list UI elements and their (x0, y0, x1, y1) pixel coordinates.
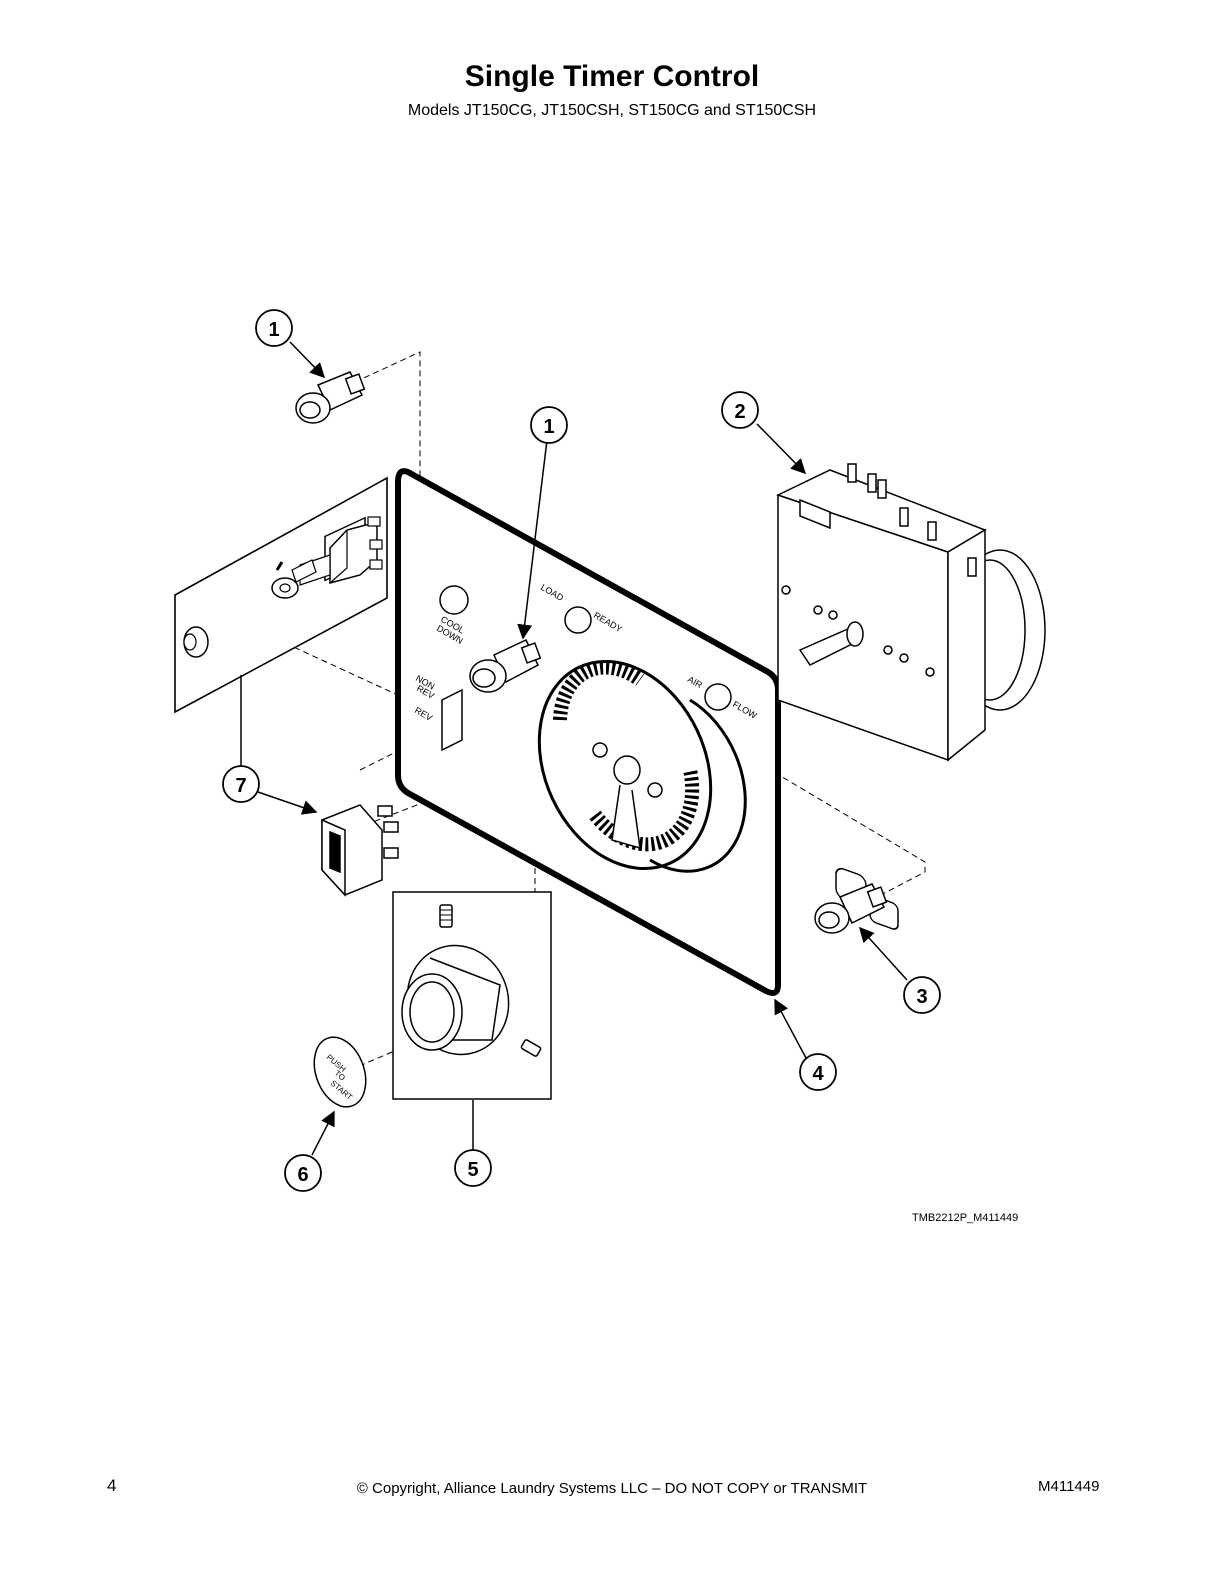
knob-box (392, 891, 552, 1100)
set-screw-side-icon (520, 1039, 542, 1057)
page-subtitle: Models JT150CG, JT150CSH, ST150CG and ST… (407, 102, 817, 119)
page-number: 4 (107, 1476, 117, 1495)
leader-lines (240, 341, 908, 1156)
figure-id: TMB2212P_M411449 (912, 1212, 1019, 1224)
switch-bracket (174, 476, 388, 714)
svg-text:2: 2 (734, 401, 745, 423)
svg-text:3: 3 (916, 986, 927, 1008)
callout-1-upper: 1 (255, 309, 293, 347)
svg-text:6: 6 (297, 1164, 308, 1186)
copyright-notice: © Copyright, Alliance Laundry Systems LL… (356, 1480, 868, 1497)
callout-5: 5 (454, 1149, 492, 1187)
control-panel-overlay: COOL DOWN LOAD READY AIR FLOW NON REV RE… (395, 468, 781, 996)
timer-dial-face (537, 659, 747, 873)
callout-3: 3 (903, 976, 941, 1014)
knurled-nut-icon (183, 626, 209, 658)
svg-text:1: 1 (268, 319, 279, 341)
callout-7: 7 (222, 765, 260, 803)
indicator-light-upper-icon (295, 371, 366, 424)
push-to-start-button-icon: PUSH TO START (313, 1036, 367, 1108)
timer-motor-icon (776, 463, 1046, 930)
callout-2: 2 (721, 391, 759, 429)
callout-4: 4 (799, 1053, 837, 1091)
callout-6: 6 (284, 1154, 322, 1192)
load-ready-indicator (564, 606, 592, 634)
document-number: M411449 (1038, 1478, 1100, 1495)
page-title: Single Timer Control (464, 60, 760, 93)
rev-switch-cutout (441, 688, 463, 752)
air-flow-indicator (704, 683, 732, 711)
indicator-light-right-icon (814, 883, 888, 934)
svg-text:5: 5 (467, 1159, 478, 1181)
callout-1-panel: 1 (530, 406, 568, 444)
svg-text:7: 7 (235, 775, 246, 797)
timer-terminals (847, 463, 977, 577)
svg-text:1: 1 (543, 416, 554, 438)
cool-down-indicator (439, 585, 469, 615)
knob-icon (401, 944, 510, 1056)
rocker-switch-icon (321, 804, 399, 897)
toggle-switch-icon (271, 516, 383, 599)
set-screw-top-icon (439, 904, 453, 928)
svg-text:4: 4 (812, 1063, 824, 1085)
indicator-light-panel-icon (469, 639, 542, 693)
